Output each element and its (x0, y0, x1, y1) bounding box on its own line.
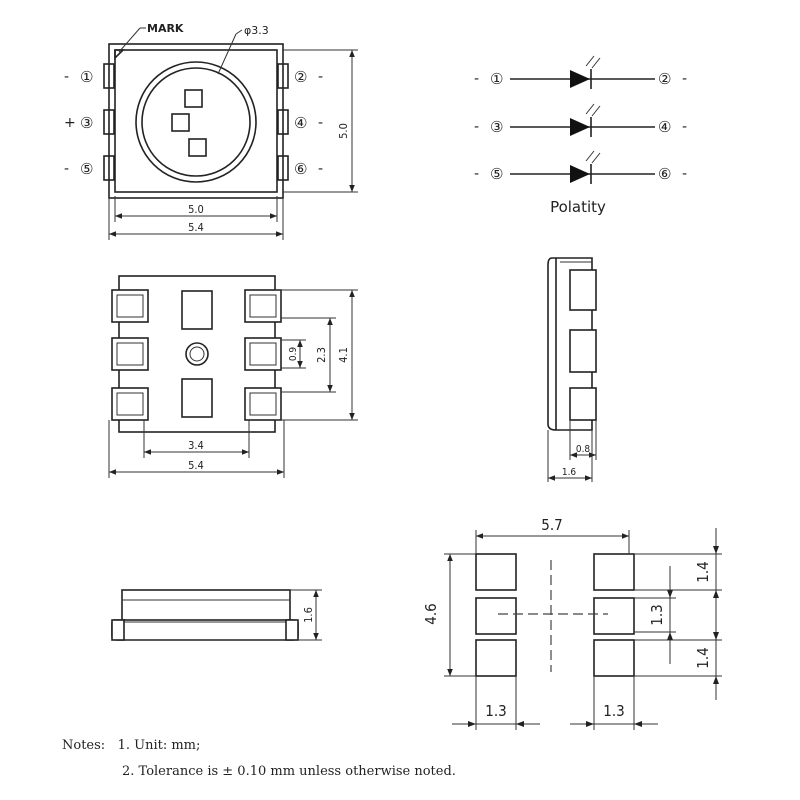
bottom-center-hole (185, 342, 209, 366)
polarity-row-2: - ③ ④ - (474, 103, 687, 137)
dim-front-height: 1.6 (302, 607, 315, 623)
lead-left-3 (103, 155, 115, 181)
pin-2-number: ② (294, 68, 307, 86)
mark-notch (114, 49, 125, 60)
pin-6-number: ⑥ (294, 160, 307, 178)
dim-pad-width-right: 1.3 (603, 702, 624, 720)
mark-leader (118, 27, 141, 53)
dim-pad-height-top: 1.4 (694, 561, 712, 582)
polarity-1-right-number: ② (658, 70, 671, 88)
pin-2-sign: - (318, 69, 323, 85)
lead-right-2 (277, 109, 289, 135)
bottom-view: 3.4 5.4 0.9 2.3 4.1 (108, 275, 358, 478)
dim-footprint-width: 5.7 (541, 516, 562, 534)
notes-label: Notes: (62, 738, 106, 753)
side-lead-3 (569, 387, 597, 421)
side-lead-2 (569, 329, 597, 373)
notes-line-1: Notes: 1. Unit: mm; (62, 738, 200, 753)
polarity-2-right-sign: - (682, 119, 687, 135)
chip-3 (188, 138, 207, 157)
top-view: MARK φ3.3 - ① + ③ - ⑤ ② - ④ - ⑥ - 5.0 5.… (64, 22, 358, 240)
footprint-pad-left-3 (475, 639, 517, 677)
polarity-2-left-number: ③ (490, 118, 503, 136)
footprint-pad-left-1 (475, 553, 517, 591)
front-view-body (121, 589, 291, 621)
lead-right-3 (277, 155, 289, 181)
dim-outer-width: 5.4 (188, 221, 204, 234)
mark-label: MARK (147, 22, 184, 35)
side-lead-1 (569, 269, 597, 311)
bottom-center-pad-top (181, 290, 213, 330)
circle-diameter-label: φ3.3 (244, 24, 269, 37)
polarity-1-left-number: ① (490, 70, 503, 88)
dim-pad: 0.9 (288, 347, 299, 362)
dim-mid: 2.3 (315, 347, 328, 363)
lead-right-1 (277, 63, 289, 89)
dim-footprint-height: 4.6 (422, 603, 440, 624)
front-view: 1.6 (111, 589, 322, 641)
pin-1-sign: - (64, 69, 69, 85)
circle-leader (217, 33, 237, 75)
polarity-caption: Polatity (550, 198, 606, 216)
polarity-2-right-number: ④ (658, 118, 671, 136)
diode-3-icon (570, 165, 590, 183)
top-view-body (108, 43, 284, 199)
polarity-schematic: - ① ② - - ③ ④ - - ⑤ (474, 55, 687, 216)
top-view-lens-housing (114, 49, 278, 193)
dim-pad-height-bottom: 1.4 (694, 647, 712, 668)
dim-side-thickness: 1.6 (562, 467, 577, 478)
pin-3-number: ③ (80, 114, 93, 132)
pin-4-number: ④ (294, 114, 307, 132)
pin-5-sign: - (64, 161, 69, 177)
polarity-3-right-sign: - (682, 166, 687, 182)
pin-3-sign: + (64, 115, 76, 131)
lead-left-1 (103, 63, 115, 89)
dim-pitch: 1.3 (648, 604, 666, 625)
dim-bottom-width: 5.4 (188, 459, 204, 472)
bottom-center-pad-bottom (181, 378, 213, 418)
pin-4-sign: - (318, 115, 323, 131)
diode-1-icon (570, 70, 590, 88)
lens-inner-circle (141, 67, 251, 177)
footprint-pad-right-2 (593, 597, 635, 635)
footprint-pad-right-1 (593, 553, 635, 591)
lead-left-2 (103, 109, 115, 135)
lens-outer-circle (135, 61, 257, 183)
diode-2-icon (570, 118, 590, 136)
polarity-row-3: - ⑤ ⑥ - (474, 150, 687, 184)
polarity-2-left-sign: - (474, 119, 479, 135)
footprint-pad-right-3 (593, 639, 635, 677)
polarity-row-1: - ① ② - (474, 55, 687, 89)
dim-bottom-height: 4.1 (337, 347, 350, 363)
dim-inner-width: 5.0 (188, 203, 204, 216)
footprint-pad-left-2 (475, 597, 517, 635)
pin-1-number: ① (80, 68, 93, 86)
dim-height: 5.0 (337, 123, 350, 139)
dim-pad-width-left: 1.3 (485, 702, 506, 720)
front-view-leads (111, 619, 299, 641)
polarity-3-right-number: ⑥ (658, 165, 671, 183)
note-1: 1. Unit: mm; (117, 738, 201, 753)
polarity-1-left-sign: - (474, 71, 479, 87)
polarity-1-right-sign: - (682, 71, 687, 87)
dim-lead: 0.8 (576, 444, 591, 455)
chip-2 (171, 113, 190, 132)
note-2: 2. Tolerance is ± 0.10 mm unless otherwi… (122, 764, 456, 779)
notes-line-2: 2. Tolerance is ± 0.10 mm unless otherwi… (122, 764, 456, 779)
pin-5-number: ⑤ (80, 160, 93, 178)
polarity-3-left-sign: - (474, 166, 479, 182)
polarity-3-left-number: ⑤ (490, 165, 503, 183)
chip-1 (184, 89, 203, 108)
pin-6-sign: - (318, 161, 323, 177)
footprint-view: 5.7 4.6 1.4 1.4 1.3 1.3 (422, 516, 722, 730)
side-view: 0.8 1.6 (547, 257, 597, 482)
dim-pad-span: 3.4 (188, 439, 204, 452)
